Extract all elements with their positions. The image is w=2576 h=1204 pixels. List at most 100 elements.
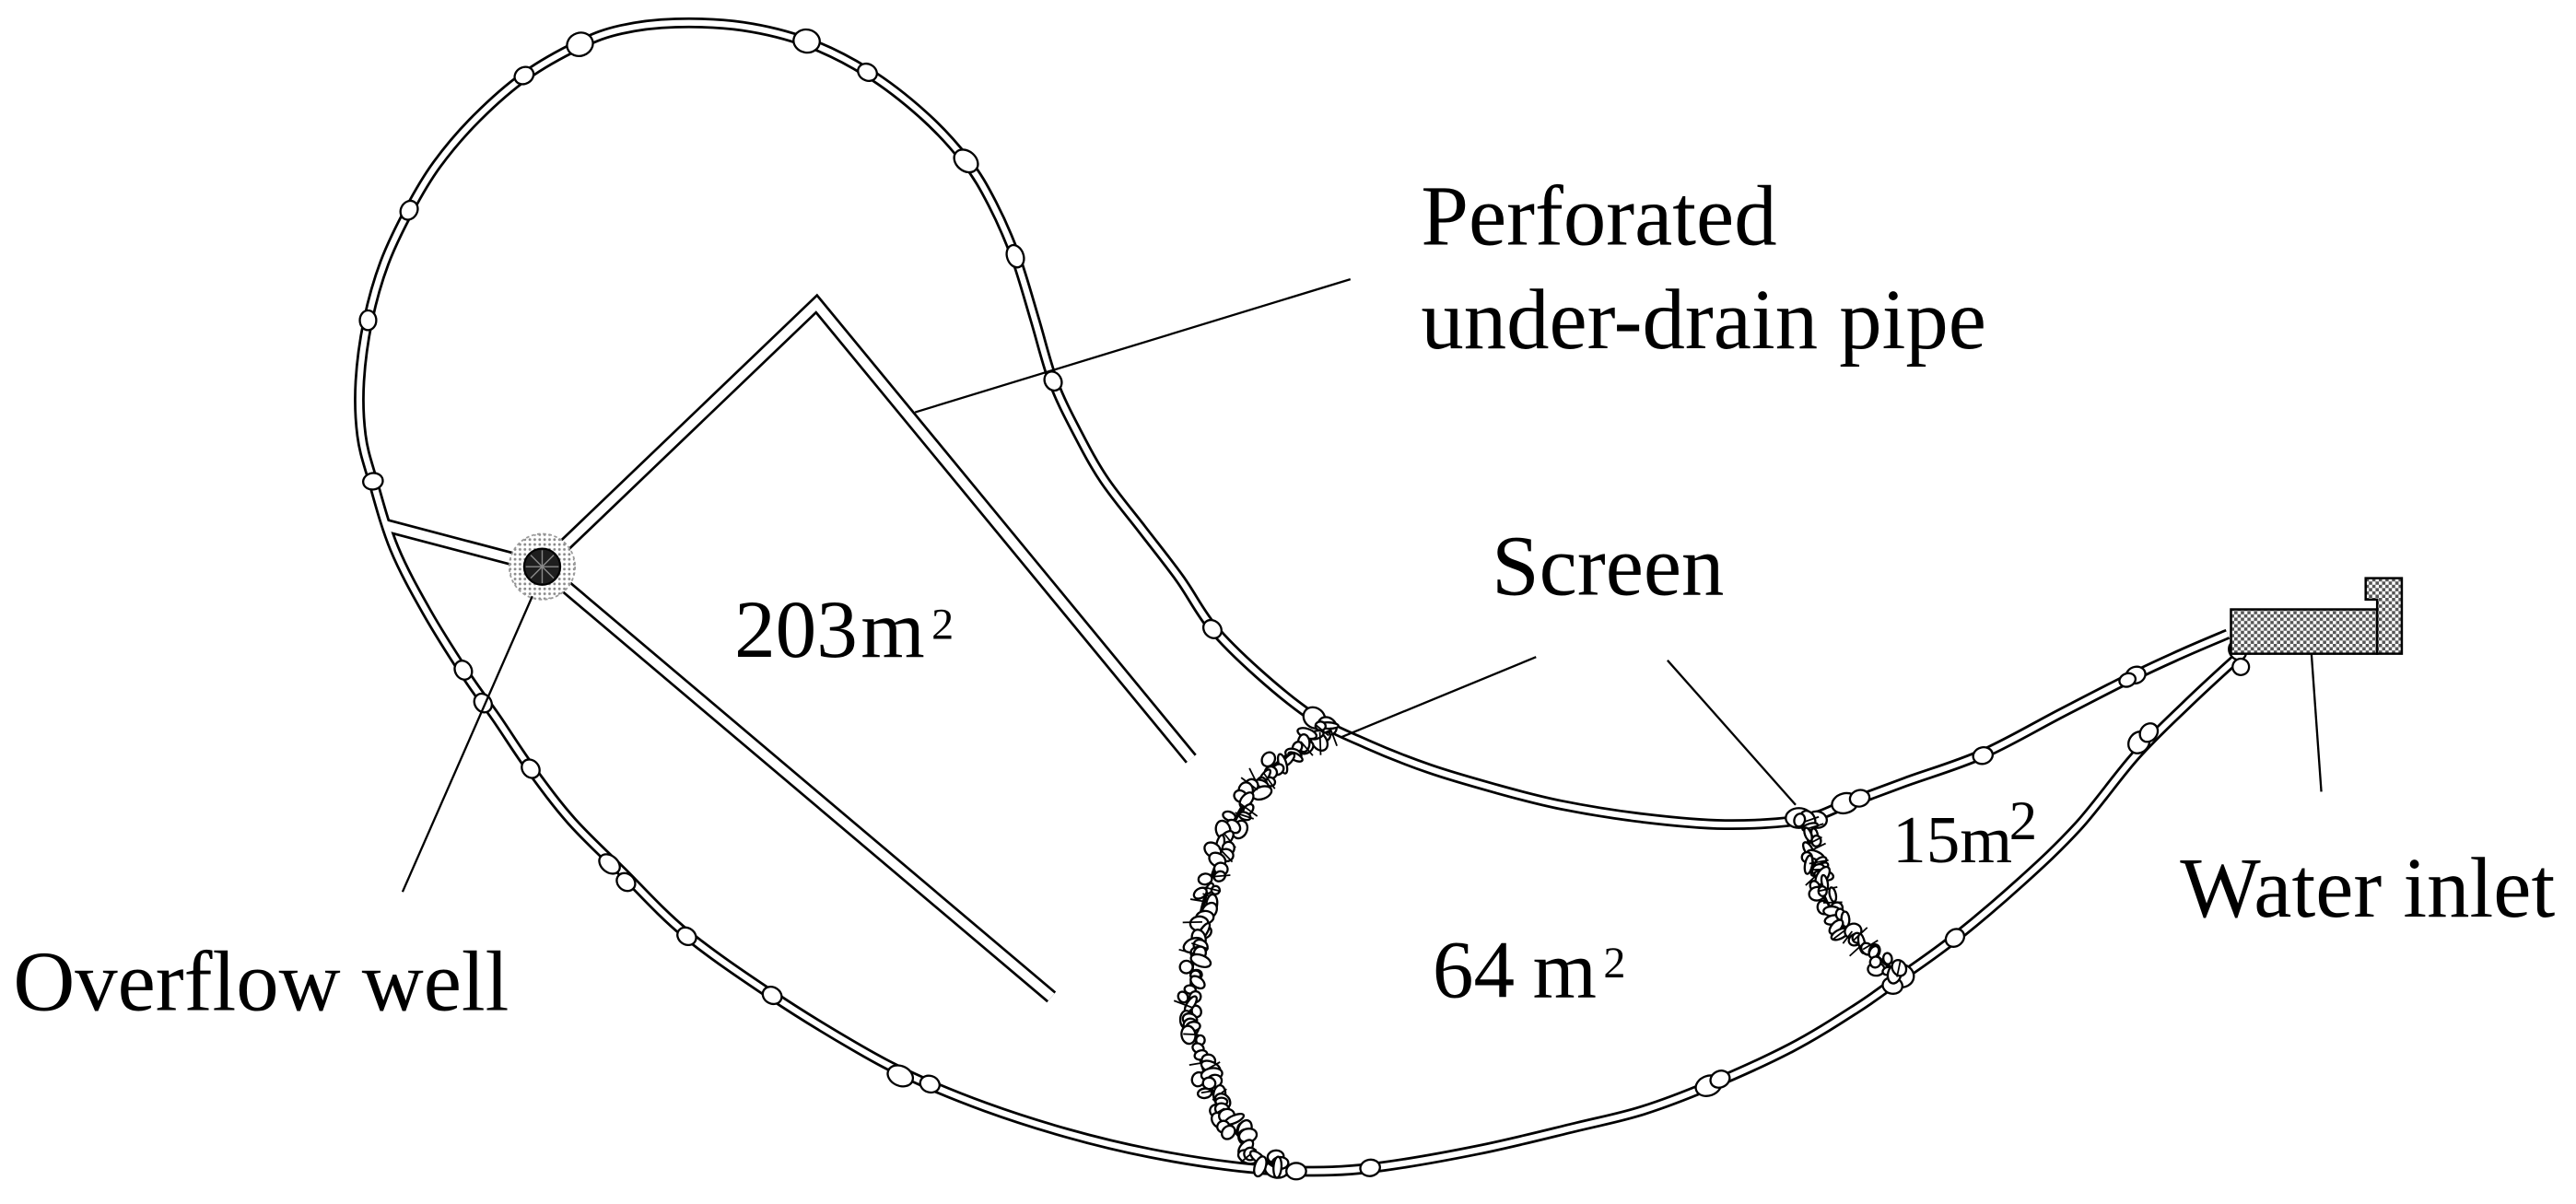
labels: Perforated under-drain pipe Screen Water…: [13, 169, 2555, 1030]
screen-spike: [1239, 802, 1259, 817]
screen-leader-line-1: [1340, 656, 1537, 739]
boundary-rock: [1359, 1158, 1381, 1177]
area-label-cell-3: 15m2: [1892, 790, 2037, 877]
leader-lines: [401, 278, 2323, 893]
area-value: 15: [1892, 802, 1960, 877]
pipe-label-line-2: under-drain pipe: [1421, 273, 1985, 368]
area-exponent: 2: [931, 601, 954, 649]
boundary-rock: [919, 1074, 941, 1094]
boundary-rock: [953, 148, 979, 174]
boundary-rock: [857, 62, 878, 83]
boundary-rock: [2118, 672, 2137, 688]
screen-rock: [1868, 945, 1880, 959]
screen-1-rocks: [1173, 720, 1340, 1179]
screen-1: [1173, 720, 1340, 1179]
boundary-rock: [453, 660, 474, 681]
pipe-leader-line: [914, 278, 1352, 414]
water-inlet: [2230, 577, 2404, 655]
screen-label: Screen: [1492, 519, 1724, 614]
boundary-rock: [362, 472, 384, 491]
area-unit: m: [861, 585, 924, 675]
boundary-rock: [598, 853, 621, 875]
boundary-rock: [886, 1064, 915, 1088]
pipe-label-line-1: Perforated: [1421, 169, 1776, 264]
screen-rock: [1803, 826, 1813, 843]
boundary-rock: [1005, 243, 1025, 269]
screen-rock: [1189, 953, 1212, 969]
water-inlet-label: Water inlet: [2180, 841, 2555, 936]
boundary-rock: [513, 65, 535, 86]
screen-spike: [1178, 948, 1198, 955]
area-unit: m: [1960, 802, 2012, 877]
boundary-rock: [566, 31, 594, 58]
outline-strokes: [354, 17, 2239, 1177]
boundary-rock: [1201, 618, 1223, 639]
area-value: 64: [1433, 925, 1515, 1015]
screen-rock: [1868, 955, 1882, 969]
boundary-rock: [1709, 1070, 1731, 1089]
boundary-rock: [358, 309, 378, 332]
area-value: 203: [734, 585, 858, 675]
screen-rock: [1192, 886, 1208, 900]
screen-rock: [1803, 854, 1814, 875]
screen-2-rocks: [1793, 810, 1908, 985]
screen-spike: [1204, 886, 1222, 893]
boundary-rock: [1972, 746, 1994, 766]
underdrain-pipe-diagonal-core: [539, 563, 1055, 1001]
boundary-rock: [615, 871, 637, 893]
boundary-rock: [676, 926, 697, 947]
area-exponent: 2: [1603, 939, 1625, 988]
screen-spike: [1805, 872, 1820, 886]
outline-cores: [356, 19, 2237, 1175]
screen-spike: [1842, 930, 1854, 944]
boundary-rocks: [358, 28, 2251, 1181]
screen-spike: [1200, 1089, 1216, 1094]
inlet-pipe: [2230, 608, 2379, 655]
basin-boundary: [354, 17, 2239, 1177]
screen-spike: [1183, 1033, 1199, 1036]
screen-spike: [1329, 727, 1338, 747]
overflow-well-label: Overflow well: [13, 935, 509, 1030]
screen-spike: [1189, 898, 1208, 903]
screen-spike: [1262, 771, 1276, 789]
screen-spike: [1182, 920, 1202, 924]
screen-rock: [1260, 751, 1277, 768]
overflow-well-leader-line: [401, 595, 533, 893]
boundary-rock: [1285, 1162, 1307, 1181]
screen-rock: [1178, 959, 1194, 975]
screen-spike: [1235, 812, 1255, 820]
screen-spike: [1803, 815, 1820, 824]
basin-boundary-core: [356, 19, 2237, 1175]
screen-rock: [1253, 1155, 1268, 1178]
boundary-rock: [2231, 657, 2251, 677]
boundary-rock: [399, 199, 419, 221]
area-exponent: 2: [2009, 790, 2037, 852]
screen-spike: [1896, 959, 1902, 977]
screen-leader-line-2: [1667, 660, 1797, 806]
screen-rock: [1828, 886, 1838, 903]
underdrain-pipe-v: [537, 293, 1197, 764]
screen-spike: [1818, 885, 1838, 893]
screen-rock: [1177, 990, 1189, 1004]
area-unit: m: [1533, 925, 1597, 1015]
screen-rock: [1272, 1155, 1283, 1179]
boundary-rock: [792, 28, 821, 54]
underdrain-pipe-v-core: [539, 297, 1195, 762]
water-inlet-leader-line: [2310, 653, 2323, 792]
overflow-well: [508, 532, 577, 601]
screen-rock: [1221, 1124, 1236, 1140]
screen-rock: [1881, 952, 1893, 965]
screen-2: [1793, 810, 1908, 985]
overflow-well-spokes: [525, 550, 559, 583]
boundary-rock: [1848, 789, 1871, 808]
screen-spike: [1318, 731, 1322, 755]
screen-rock: [1197, 872, 1213, 886]
screen-spike: [1809, 859, 1829, 865]
screen-spike: [1218, 847, 1234, 863]
screen-spike: [1862, 940, 1879, 951]
screen-rock: [1196, 1087, 1213, 1100]
inlet-cap: [2364, 577, 2404, 655]
